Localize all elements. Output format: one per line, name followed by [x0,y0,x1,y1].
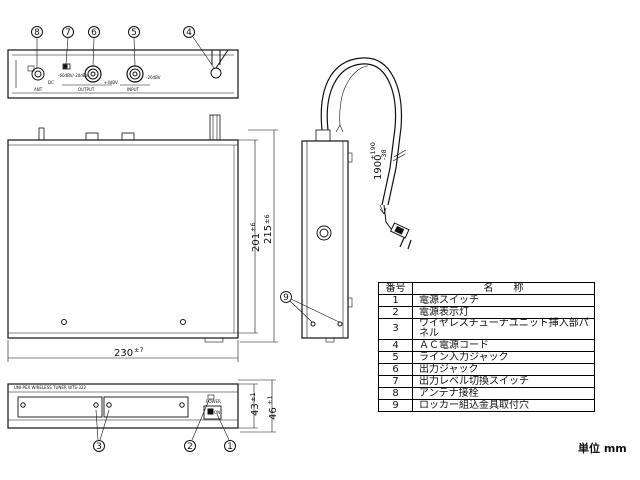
input-label: INPUT [127,87,140,92]
row-name: ＡＣ電源コード [412,339,595,352]
row-name: 電源表示灯 [412,306,595,319]
dc-label: DC [48,80,54,85]
top-view [7,114,239,343]
inner-depth-value: 201 [251,233,262,252]
antenna-connector [27,65,45,81]
callout-7: 7 [65,28,71,38]
rear-callouts [31,26,215,69]
row-no: 7 [378,375,413,388]
knob-screw [316,225,332,241]
height-value: 43 [250,403,261,416]
row-no: 6 [378,363,413,376]
cord-tol-plus: +190 [369,142,377,160]
header-name: 名 称 [412,282,595,295]
row-no: 9 [378,399,413,412]
cord-tol-minus: -38 [380,149,388,160]
dbv-label: +4dBV [104,80,118,85]
width-tol: ±7 [134,346,144,354]
row-name: 出力レベル切換スイッチ [412,375,595,388]
callout-1: 1 [227,442,233,452]
rear-view: ANT DC -60dBV/-20dBV +4dBV OUTPUT -20dBV… [7,49,239,99]
height-total-tol: ±1 [266,395,274,405]
height-tol: ±1 [249,392,257,402]
callout-4: 4 [186,28,192,38]
in-level-label: -20dBV [146,75,161,80]
ac-power-cord [320,57,412,250]
output-level-switch [62,63,71,70]
ant-label: ANT [34,87,43,92]
input-jack [126,65,144,83]
header-no: 番号 [378,282,413,295]
row-name: 出力ジャック [412,363,595,376]
row-no: 3 [378,318,413,340]
row-no: 8 [378,387,413,400]
front-on-label: ON [214,410,220,415]
unit-label: 単位 mm [578,442,627,455]
callout-5: 5 [131,28,137,38]
height-total-value: 46 [268,407,279,420]
level-label: -60dBV/-20dBV [58,73,88,78]
side-view [301,129,353,343]
front-callouts [93,399,236,452]
front-dimensions [238,379,276,433]
row-name: ライン入力ジャック [412,351,595,364]
ac-cord-bushing [210,49,229,79]
row-no: 2 [378,306,413,319]
row-name: アンテナ接栓 [412,387,595,400]
top-view-dimensions [7,129,278,362]
row-name: ワイヤレスチューナユニット挿入部パネル [412,318,595,340]
output-label: OUTPUT [78,87,95,92]
callout-8: 8 [34,28,40,38]
depth-tol: ±6 [263,214,271,224]
front-power-label: POWER [206,399,221,404]
parts-table-header: 番号 名 称 [378,282,595,295]
front-model-label: UNI-PEX WIRELESS TUNER WTS-322 [14,385,86,390]
row-no: 4 [378,339,413,352]
callout-2: 2 [187,442,193,452]
row-no: 5 [378,351,413,364]
callout-6: 6 [91,28,97,38]
row-name: ロッカー組込金具取付穴 [412,399,595,412]
callout-3: 3 [96,442,102,452]
row-no: 1 [378,294,413,307]
front-view [7,383,239,429]
inner-depth-tol: ±6 [249,222,257,232]
cord-dimension [335,65,387,215]
width-value: 230 [114,348,133,359]
callout-9: 9 [283,293,289,303]
row-name: 電源スイッチ [412,294,595,307]
cord-length-value: 1900 [373,155,384,180]
depth-value: 215 [263,225,274,244]
